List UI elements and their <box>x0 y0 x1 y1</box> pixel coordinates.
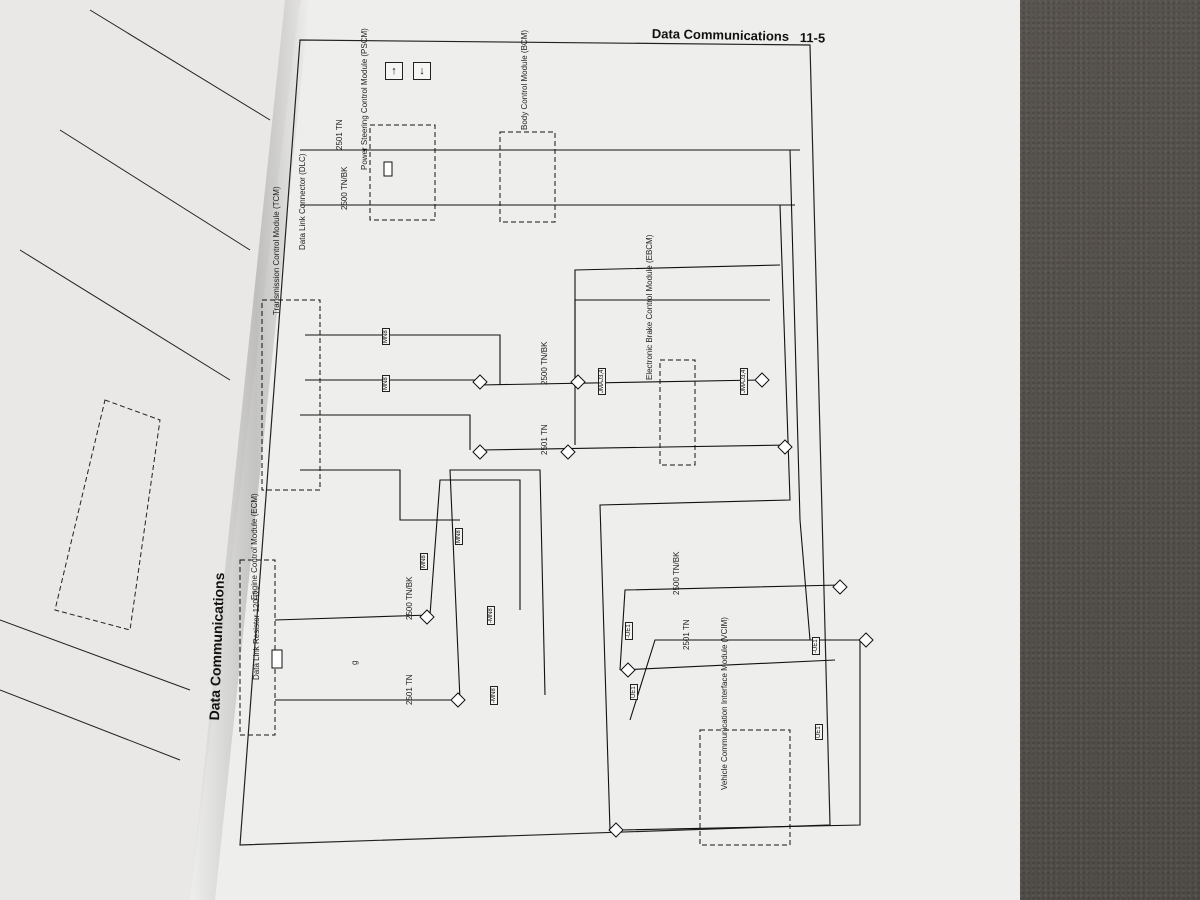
ecm-label: Engine Control Module (ECM) <box>250 493 259 600</box>
pscm-outline <box>369 124 436 221</box>
connector-tag: MN8 <box>382 328 390 345</box>
dlc-label: Data Link Connector (DLC) <box>298 153 307 250</box>
connector-tag: -MN8 <box>487 606 495 625</box>
wire-label-2500-d: 2500 TN/BK <box>672 551 681 595</box>
down-arrow-icon: ↓ <box>413 62 431 80</box>
bcm-outline <box>499 131 556 223</box>
resistor-label: Data Link Resistor 120 Ω <box>252 590 261 680</box>
pscm-resistor-symbol <box>383 161 393 177</box>
connector-tag: -UE1 <box>812 637 820 655</box>
resistor-symbol <box>271 649 283 669</box>
wire-label-2501-b: 2501 TN <box>540 424 549 455</box>
ebcm-outline <box>659 359 696 466</box>
wire-label-2501: 2501 TN <box>335 119 344 150</box>
pscm-label: Power Steering Control Module (PSCM) <box>360 28 369 170</box>
vcim-outline <box>699 729 791 846</box>
section-title: Data Communications <box>651 26 790 44</box>
connector-tag: -UE1 <box>625 622 633 640</box>
connector-tag: MN8 <box>455 528 463 545</box>
wire-runs <box>274 149 861 831</box>
wire-label-2500-b: 2500 TN/BK <box>540 341 549 385</box>
connector-tag: UE1 <box>630 684 638 700</box>
bcm-label: Body Control Module (BCM) <box>520 29 529 130</box>
ground-label: g <box>350 660 359 665</box>
module-outlines <box>239 124 791 846</box>
connector-tag: MN8 <box>382 375 390 392</box>
splices <box>419 372 874 838</box>
connector-tag: UE1 <box>815 724 823 740</box>
left-bcm-outline <box>54 399 161 631</box>
vcim-label: Vehicle Communication Interface Module (… <box>720 617 729 790</box>
tcm-label: Transmission Control Module (TCM) <box>272 186 281 315</box>
up-arrow-icon: ↑ <box>385 62 403 80</box>
connector-tag: JMAJ3,4 <box>598 367 606 395</box>
wire-label-2500: 2500 TN/BK <box>340 166 349 210</box>
wire-label-2500-c: 2500 TN/BK <box>405 576 414 620</box>
diagram-border <box>239 39 831 846</box>
wire-label-2501-d: 2501 TN <box>682 619 691 650</box>
wire-label-2501-c: 2501 TN <box>405 674 414 705</box>
tcm-outline <box>261 299 321 491</box>
connector-tag: MN8 <box>420 553 428 570</box>
connector-tag: -MN8 <box>490 686 498 705</box>
connector-tag: JMAJ3,4 <box>740 367 748 395</box>
ebcm-label: Electronic Brake Control Module (EBCM) <box>645 234 654 380</box>
ecm-outline <box>239 559 276 736</box>
page-number: 11-5 <box>799 30 826 46</box>
left-page-lines <box>0 9 271 761</box>
